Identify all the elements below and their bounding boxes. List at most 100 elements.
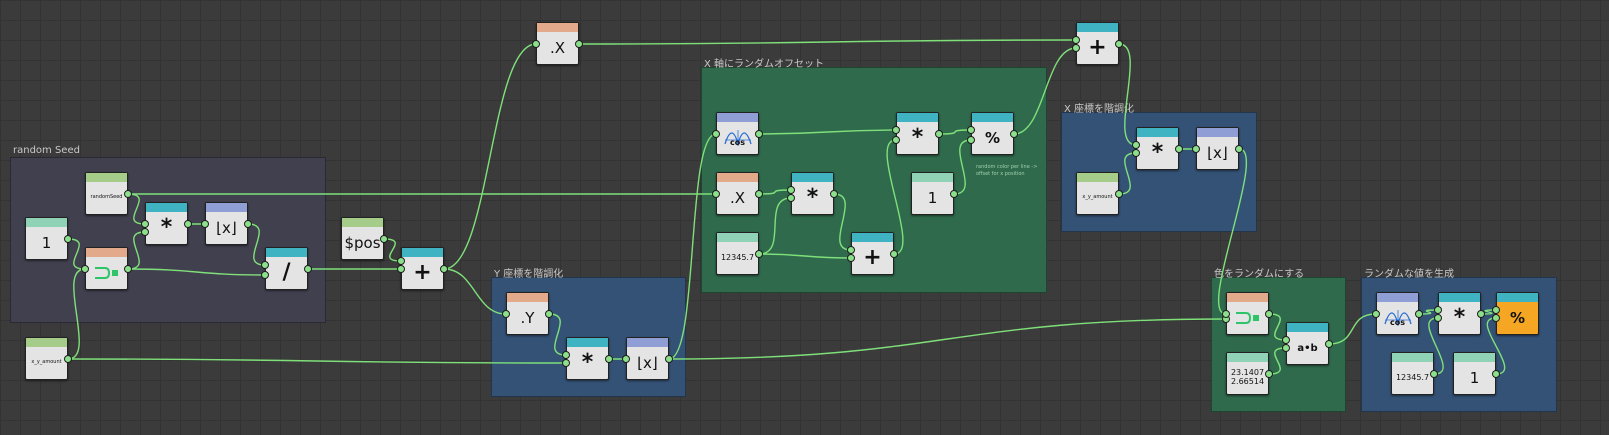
connection-port[interactable] <box>755 250 763 258</box>
connection-port[interactable] <box>1222 310 1230 318</box>
node-constant-1[interactable]: 1 <box>25 217 68 260</box>
connection-port[interactable] <box>1372 310 1380 318</box>
node-constant-12345[interactable]: 12345.7 <box>716 232 759 275</box>
node-boolean-switch[interactable] <box>85 247 128 290</box>
node-boolean-switch[interactable] <box>1226 292 1269 335</box>
node-param-pos[interactable]: $pos <box>341 217 384 260</box>
node-add[interactable]: + <box>851 232 894 275</box>
connection-port[interactable] <box>141 220 149 228</box>
connection-port[interactable] <box>141 228 149 236</box>
connection-port[interactable] <box>1192 145 1200 153</box>
connection-port[interactable] <box>1492 306 1500 314</box>
connection-port[interactable] <box>1265 310 1273 318</box>
connection-port[interactable] <box>665 355 673 363</box>
connection-port[interactable] <box>1132 141 1140 149</box>
connection-port[interactable] <box>304 265 312 273</box>
node-constant-12345[interactable]: 12345.7 <box>1391 352 1434 395</box>
node-floor[interactable]: ⌊x⌋ <box>205 202 248 245</box>
node-modulo-selected[interactable]: % <box>1496 292 1539 335</box>
connection-port[interactable] <box>755 190 763 198</box>
node-constant-1[interactable]: 1 <box>1453 352 1496 395</box>
connection-port[interactable] <box>1415 310 1423 318</box>
node-swizzle-x[interactable]: .X <box>536 22 579 65</box>
connection-port[interactable] <box>1010 130 1018 138</box>
connection-port[interactable] <box>1434 306 1442 314</box>
connection-port[interactable] <box>967 136 975 144</box>
connection-port[interactable] <box>967 126 975 134</box>
connection-port[interactable] <box>1115 190 1123 198</box>
node-cosine[interactable]: cos <box>1376 292 1419 335</box>
connection-port[interactable] <box>397 265 405 273</box>
node-cosine[interactable]: cos <box>716 112 759 155</box>
connection-port[interactable] <box>950 190 958 198</box>
connection-port[interactable] <box>575 40 583 48</box>
connection-port[interactable] <box>1265 370 1273 378</box>
connection-port[interactable] <box>1072 36 1080 44</box>
node-multiply[interactable]: * <box>1438 292 1481 335</box>
connection-port[interactable] <box>847 254 855 262</box>
connection-port[interactable] <box>1477 310 1485 318</box>
connection-port[interactable] <box>1235 145 1243 153</box>
connection-port[interactable] <box>261 271 269 279</box>
node-add[interactable]: + <box>1076 22 1119 65</box>
connection-port[interactable] <box>562 359 570 367</box>
connection-port[interactable] <box>1072 44 1080 52</box>
connection-port[interactable] <box>1430 370 1438 378</box>
connection-port[interactable] <box>380 235 388 243</box>
node-modulo[interactable]: % <box>971 112 1014 155</box>
connection-port[interactable] <box>81 265 89 273</box>
connection-port[interactable] <box>124 190 132 198</box>
node-multiply[interactable]: * <box>896 112 939 155</box>
node-vector-constant[interactable]: 23.1407 2.66514 <box>1226 352 1269 395</box>
connection-port[interactable] <box>1434 314 1442 322</box>
node-floor[interactable]: ⌊x⌋ <box>1196 127 1239 170</box>
connection-port[interactable] <box>1325 340 1333 348</box>
node-multiply[interactable]: * <box>1136 127 1179 170</box>
connection-port[interactable] <box>935 130 943 138</box>
node-swizzle-y[interactable]: .Y <box>506 292 549 335</box>
connection-port[interactable] <box>532 40 540 48</box>
connection-port[interactable] <box>890 250 898 258</box>
connection-port[interactable] <box>787 186 795 194</box>
connection-port[interactable] <box>787 194 795 202</box>
connection-port[interactable] <box>1282 344 1290 352</box>
connection-port[interactable] <box>545 310 553 318</box>
connection-port[interactable] <box>562 351 570 359</box>
node-param-xy-amount[interactable]: x_y_amount <box>25 337 68 380</box>
connection-port[interactable] <box>712 130 720 138</box>
connection-port[interactable] <box>64 235 72 243</box>
connection-port[interactable] <box>244 220 252 228</box>
connection-port[interactable] <box>755 130 763 138</box>
connection-port[interactable] <box>1492 370 1500 378</box>
connection-port[interactable] <box>440 265 448 273</box>
connection-port[interactable] <box>1132 149 1140 157</box>
node-floor[interactable]: ⌊x⌋ <box>626 337 669 380</box>
connection-port[interactable] <box>892 126 900 134</box>
connection-port[interactable] <box>64 355 72 363</box>
node-add[interactable]: + <box>401 247 444 290</box>
connection-port[interactable] <box>712 190 720 198</box>
connection-port[interactable] <box>201 220 209 228</box>
connection-port[interactable] <box>1492 314 1500 322</box>
connection-port[interactable] <box>1115 40 1123 48</box>
connection-port[interactable] <box>605 355 613 363</box>
connection-port[interactable] <box>124 265 132 273</box>
connection-port[interactable] <box>397 257 405 265</box>
connection-port[interactable] <box>622 355 630 363</box>
node-swizzle-x[interactable]: .X <box>716 172 759 215</box>
connection-port[interactable] <box>847 246 855 254</box>
connection-port[interactable] <box>830 190 838 198</box>
connection-port[interactable] <box>892 136 900 144</box>
node-multiply[interactable]: * <box>791 172 834 215</box>
node-constant-1[interactable]: 1 <box>911 172 954 215</box>
connection-port[interactable] <box>1282 336 1290 344</box>
node-divide[interactable]: / <box>265 247 308 290</box>
node-dot-product[interactable]: a•b <box>1286 322 1329 365</box>
connection-port[interactable] <box>261 261 269 269</box>
connection-port[interactable] <box>184 220 192 228</box>
connection-port[interactable] <box>1175 145 1183 153</box>
connection-port[interactable] <box>502 310 510 318</box>
node-param-xy-amount[interactable]: x_y_amount <box>1076 172 1119 215</box>
node-multiply[interactable]: * <box>145 202 188 245</box>
